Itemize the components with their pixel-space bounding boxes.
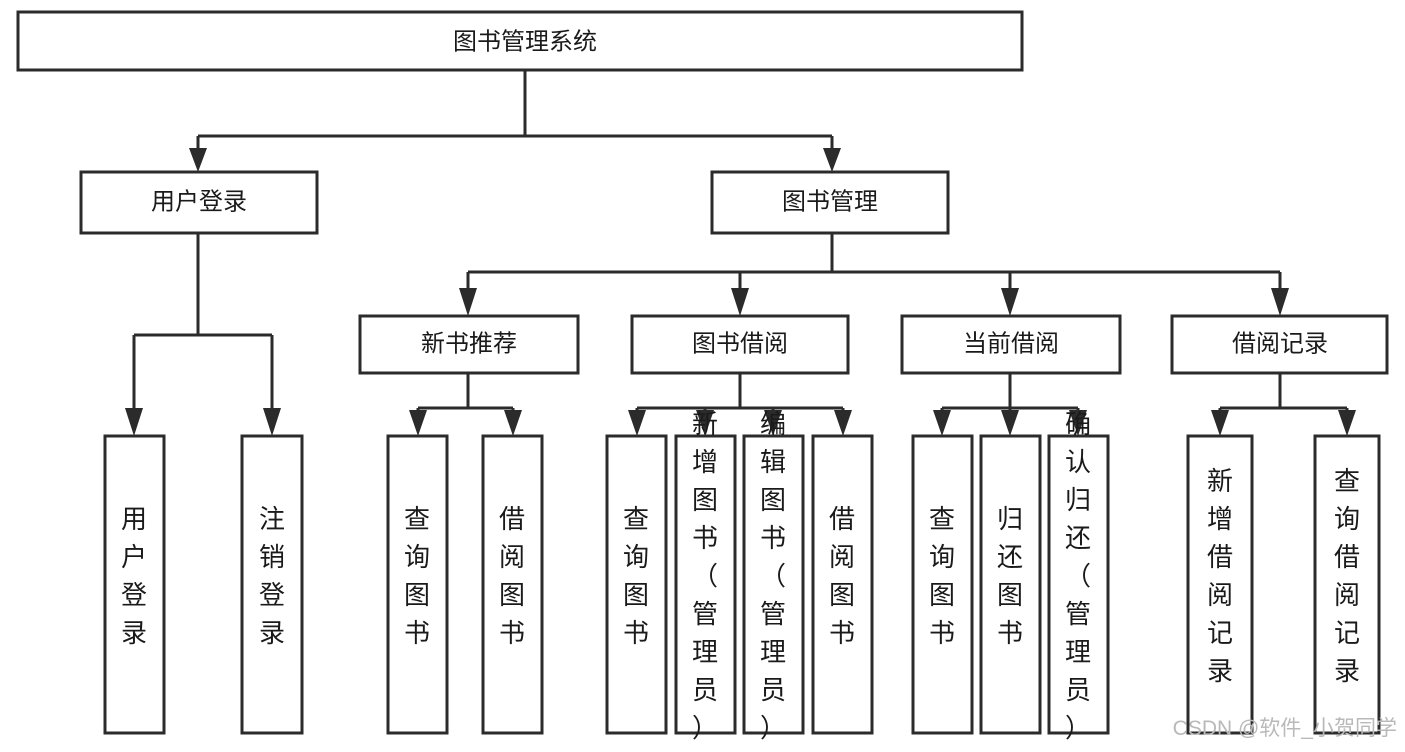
leaf-query-book-1-label: 查询图书 [404, 504, 430, 648]
node-book-borrow[interactable]: 图书借阅 [630, 314, 850, 375]
book-management-box [710, 170, 950, 235]
arrow-head-leaf-query-record [1338, 410, 1356, 436]
book-borrow-label: 图书借阅 [692, 330, 788, 357]
arrow-head-leaf-add-record [1211, 410, 1229, 436]
leaf-logout-login-label: 注销登录 [259, 504, 285, 648]
arrow-head-current-borrow [1001, 288, 1019, 316]
node-borrow-record[interactable]: 借阅记录 [1170, 314, 1389, 375]
arrow-head-leaf-query-book-3 [933, 410, 951, 436]
leaf-edit-book[interactable]: 编辑图书（管理员） [742, 409, 805, 743]
leaf-borrow-book-2[interactable]: 借阅图书 [811, 434, 874, 735]
leaf-borrow-book-1[interactable]: 借阅图书 [481, 434, 544, 735]
leaf-query-book-1[interactable]: 查询图书 [386, 434, 449, 735]
watermark-label: CSDN @软件_小贺同学 [1173, 717, 1397, 740]
arrow-head-leaf-user-login [125, 408, 143, 436]
connector-root-bus [196, 70, 834, 158]
arrow-head-leaf-query-book-1 [409, 410, 427, 436]
connector-book-management-bus [466, 233, 1282, 290]
arrow-head-new-book-recommend [459, 288, 477, 316]
leaf-query-book-3-label: 查询图书 [929, 504, 955, 648]
borrow-record-label: 借阅记录 [1232, 330, 1328, 357]
leaf-confirm-return-box [1047, 434, 1110, 735]
leaf-borrow-book-2-label: 借阅图书 [829, 504, 855, 648]
arrow-head-user-login [189, 148, 207, 172]
arrow-head-leaf-borrow-book-1 [504, 410, 522, 436]
arrow-head-borrow-record [1271, 288, 1289, 316]
node-current-borrow[interactable]: 当前借阅 [900, 314, 1122, 375]
arrow-head-leaf-add-book [696, 410, 714, 436]
leaf-add-book[interactable]: 新增图书（管理员） [674, 409, 737, 743]
new-book-recommend-label: 新书推荐 [421, 330, 517, 357]
borrow-record-box [1170, 314, 1389, 375]
leaf-user-login-box [103, 434, 166, 735]
arrow-head-leaf-edit-book [764, 410, 782, 436]
leaf-query-book-1-box [386, 434, 449, 735]
leaf-add-record-box [1186, 434, 1254, 735]
arrow-head-leaf-logout-login [263, 408, 281, 436]
node-new-book-recommend[interactable]: 新书推荐 [358, 314, 580, 375]
leaf-edit-book-label: 编辑图书（管理员） [760, 409, 786, 743]
leaf-query-book-2-box [605, 434, 668, 735]
leaf-query-record-box [1313, 434, 1381, 735]
arrow-head-book-management [823, 148, 841, 172]
leaf-query-book-2-label: 查询图书 [623, 504, 649, 648]
leaf-return-book[interactable]: 归还图书 [979, 434, 1042, 735]
leaf-add-book-box [674, 434, 737, 735]
leaf-query-record-label: 查询借阅记录 [1334, 466, 1360, 686]
leaf-user-login[interactable]: 用户登录 [103, 434, 166, 735]
current-borrow-box [900, 314, 1122, 375]
leaf-query-book-3[interactable]: 查询图书 [911, 434, 974, 735]
leaf-logout-login-box [240, 434, 304, 735]
leaf-query-book-2[interactable]: 查询图书 [605, 434, 668, 735]
leaf-borrow-book-1-box [481, 434, 544, 735]
leaf-return-book-label: 归还图书 [997, 504, 1023, 648]
leaf-confirm-return[interactable]: 确认归还（管理员） [1047, 409, 1110, 743]
node-book-management[interactable]: 图书管理 [710, 170, 950, 235]
node-root[interactable]: 图书管理系统 [16, 10, 1024, 72]
leaf-add-book-label: 新增图书（管理员） [692, 409, 718, 743]
root-label: 图书管理系统 [453, 28, 597, 55]
connector-layer [125, 70, 1356, 436]
arrow-head-leaf-confirm-return [1069, 410, 1087, 436]
book-borrow-box [630, 314, 850, 375]
arrow-head-leaf-query-book-2 [628, 410, 646, 436]
user-login-label: 用户登录 [151, 188, 247, 215]
connector-book-borrow-bus [635, 373, 845, 416]
connector-current-borrow-bus [940, 373, 1080, 416]
arrow-head-leaf-return-book [1001, 410, 1019, 436]
leaf-borrow-book-1-label: 借阅图书 [499, 504, 525, 648]
arrow-head-book-borrow [731, 288, 749, 316]
connector-user-login-bus [132, 233, 274, 410]
root-box [16, 10, 1024, 72]
leaf-add-record[interactable]: 新增借阅记录 [1186, 434, 1254, 735]
connector-new-book-recommend-bus [416, 373, 515, 416]
leaf-logout-login[interactable]: 注销登录 [240, 434, 304, 735]
node-user-login[interactable]: 用户登录 [79, 170, 319, 235]
leaf-return-book-box [979, 434, 1042, 735]
leaf-edit-book-box [742, 434, 805, 735]
arrow-head-leaf-borrow-book-2 [834, 410, 852, 436]
leaf-borrow-book-2-box [811, 434, 874, 735]
current-borrow-label: 当前借阅 [963, 330, 1059, 357]
user-login-box [79, 170, 319, 235]
connector-borrow-record-bus [1218, 373, 1349, 416]
leaf-confirm-return-label: 确认归还（管理员） [1065, 409, 1091, 743]
book-management-label: 图书管理 [782, 188, 878, 215]
leaf-user-login-label: 用户登录 [121, 504, 147, 648]
new-book-recommend-box [358, 314, 580, 375]
leaf-query-record[interactable]: 查询借阅记录 [1313, 434, 1381, 735]
leaf-query-book-3-box [911, 434, 974, 735]
leaf-add-record-label: 新增借阅记录 [1207, 466, 1233, 686]
